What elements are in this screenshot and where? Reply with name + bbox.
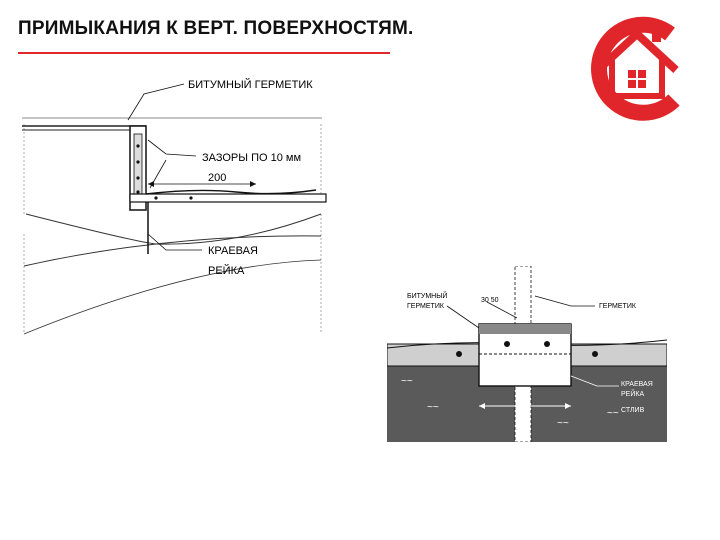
label-drip: СТЛИВ [621, 407, 645, 414]
cross-section-drawing: ~~ ~~ ~~ ~~ БИТУМНЫЙ ГЕРМЕТИК 30 50 ГЕРМЕТИ… [387, 266, 667, 442]
wall-hatching [23, 124, 322, 334]
label-dimension: 200 [519, 397, 531, 404]
label-edge-strip-1: КРАЕВАЯ [621, 381, 653, 388]
svg-text:~~: ~~ [557, 418, 569, 429]
title-underline [18, 52, 390, 54]
svg-text:~~: ~~ [401, 376, 413, 387]
svg-text:~~: ~~ [427, 402, 439, 413]
label-bitumen-2: ГЕРМЕТИК [407, 303, 445, 310]
label-edge-strip-1: КРАЕВАЯ [208, 245, 258, 257]
edge-strip-detail-drawing: БИТУМНЫЙ ГЕРМЕТИК ЗАЗОРЫ ПО 10 мм 200 КР… [22, 78, 327, 335]
label-gaps: ЗАЗОРЫ ПО 10 мм [202, 152, 301, 164]
label-edge-strip-2: РЕЙКА [621, 389, 644, 398]
edge-strip-horizontal [129, 193, 327, 203]
ground-curve [25, 213, 322, 245]
label-gap: 30 50 [481, 297, 499, 304]
label-edge-strip-2: РЕЙКА [208, 264, 245, 277]
label-bitumen-1: БИТУМНЫЙ [407, 291, 447, 300]
ground-texture-marks: ~~ ~~ ~~ ~~ [401, 376, 619, 429]
label-bitumen-sealant: БИТУМНЫЙ ГЕРМЕТИК [188, 78, 313, 91]
label-dimension: 200 [208, 172, 226, 184]
svg-text:~~: ~~ [607, 408, 619, 419]
page-title: ПРИМЫКАНИЯ К ВЕРТ. ПОВЕРХНОСТЯМ. [18, 18, 414, 39]
label-sealant: ГЕРМЕТИК [599, 303, 637, 310]
house-logo-icon [591, 16, 680, 121]
